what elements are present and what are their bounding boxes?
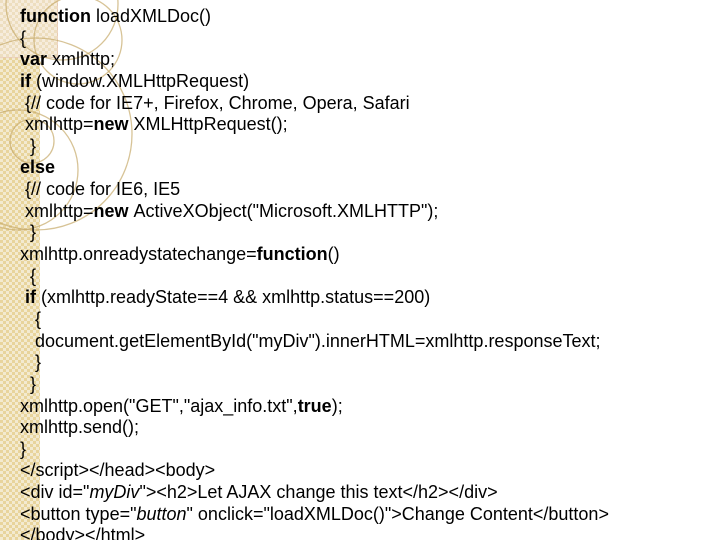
code-line: {// code for IE6, IE5 (20, 179, 720, 201)
code-line: <div id="myDiv"><h2>Let AJAX change this… (20, 482, 720, 504)
code-line: {// code for IE7+, Firefox, Chrome, Oper… (20, 93, 720, 115)
code-segment: if (20, 70, 36, 91)
code-line: xmlhttp.send(); (20, 417, 720, 439)
code-segment: xmlhttp.send(); (20, 417, 140, 438)
code-segment: button (136, 503, 187, 524)
code-segment: document.getElementById("myDiv").innerHT… (20, 330, 601, 351)
code-segment: var (20, 49, 53, 70)
code-segment: " onclick="loadXMLDoc()">Change Content<… (186, 503, 609, 524)
code-line: else (20, 157, 720, 179)
code-segment: myDiv (89, 482, 140, 503)
code-segment: } (20, 373, 37, 394)
code-line: xmlhttp=new XMLHttpRequest(); (20, 114, 720, 136)
code-segment: new (93, 200, 134, 221)
code-line: document.getElementById("myDiv").innerHT… (20, 331, 720, 353)
code-segment: xmlhttp.open("GET","ajax_info.txt", (20, 395, 298, 416)
code-segment: xmlhttp; (52, 49, 116, 70)
code-segment: else (20, 157, 56, 178)
code-segment: } (20, 438, 27, 459)
code-line: if (xmlhttp.readyState==4 && xmlhttp.sta… (20, 287, 720, 309)
code-line: xmlhttp.onreadystatechange=function() (20, 244, 720, 266)
code-segment: (xmlhttp.readyState==4 && xmlhttp.status… (41, 287, 431, 308)
code-line: var xmlhttp; (20, 49, 720, 71)
code-line: } (20, 352, 720, 374)
code-line: } (20, 439, 720, 461)
code-segment: () (327, 244, 340, 265)
code-segment: function (256, 244, 328, 265)
code-line: </body></html> (20, 525, 720, 540)
code-segment: "><h2>Let AJAX change this text</h2></di… (139, 482, 498, 503)
code-line: { (20, 28, 720, 50)
code-segment: xmlhttp= (20, 114, 94, 135)
code-segment: <div id=" (20, 482, 90, 503)
code-segment: if (25, 287, 42, 308)
code-line: } (20, 136, 720, 158)
code-segment: </script></head><body> (20, 460, 216, 481)
code-line: } (20, 374, 720, 396)
code-segment: (window.XMLHttpRequest) (36, 70, 250, 91)
code-segment: XMLHttpRequest(); (133, 114, 288, 135)
code-segment: { (20, 308, 42, 329)
code-line: xmlhttp.open("GET","ajax_info.txt",true)… (20, 396, 720, 418)
code-line: function loadXMLDoc() (20, 6, 720, 28)
code-line: if (window.XMLHttpRequest) (20, 71, 720, 93)
code-segment: ActiveXObject("Microsoft.XMLHTTP"); (133, 200, 439, 221)
code-segment: xmlhttp.onreadystatechange= (20, 244, 257, 265)
code-segment: function (20, 6, 96, 26)
code-line: { (20, 266, 720, 288)
code-segment: <button type=" (20, 503, 137, 524)
code-segment: ); (331, 395, 343, 416)
code-segment: </body></html> (20, 525, 146, 540)
code-segment: { (20, 265, 37, 286)
code-segment: {// code for IE6, IE5 (20, 179, 181, 200)
code-segment: } (20, 352, 42, 373)
code-segment: new (93, 114, 134, 135)
code-segment: xmlhttp= (20, 200, 94, 221)
code-line: } (20, 222, 720, 244)
code-segment: true (297, 395, 332, 416)
code-segment: } (20, 135, 37, 156)
code-segment: loadXMLDoc() (95, 6, 212, 26)
code-line: { (20, 309, 720, 331)
code-segment: {// code for IE7+, Firefox, Chrome, Oper… (20, 92, 410, 113)
code-segment: } (20, 222, 37, 243)
code-line: <button type="button" onclick="loadXMLDo… (20, 504, 720, 526)
code-line: xmlhttp=new ActiveXObject("Microsoft.XML… (20, 201, 720, 223)
code-segment: { (20, 27, 27, 48)
code-line: </script></head><body> (20, 460, 720, 482)
